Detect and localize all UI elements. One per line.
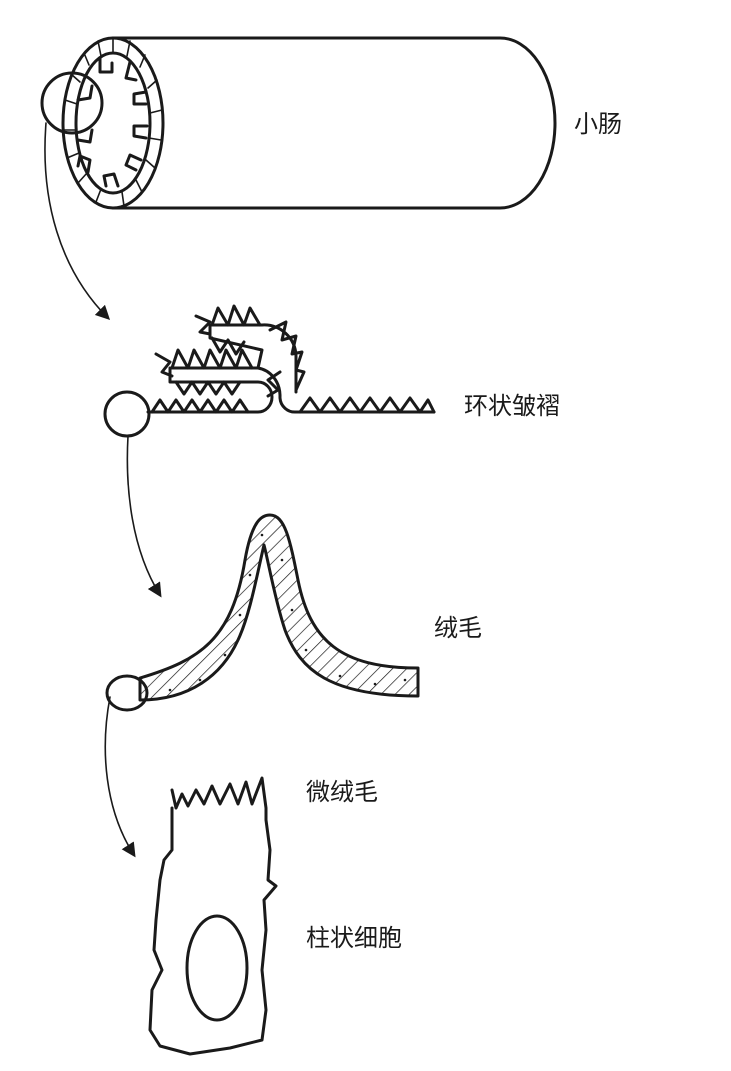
label-villus: 绒毛 [434,614,482,642]
label-microvilli: 微绒毛 [306,778,378,806]
label-circular-folds: 环状皱褶 [464,392,560,420]
villus-structure [107,515,418,710]
small-intestine-tube [42,38,555,208]
circular-fold-structure [105,306,434,436]
label-small-intestine: 小肠 [574,110,622,138]
arrow-folds-to-villus [127,436,160,595]
arrow-tube-to-folds [45,123,108,318]
columnar-cell-structure [150,778,276,1054]
arrow-villus-to-cell [105,697,134,855]
zoom-arrows [45,123,160,855]
label-columnar-cell: 柱状细胞 [306,924,402,952]
cell-nucleus [187,916,247,1020]
